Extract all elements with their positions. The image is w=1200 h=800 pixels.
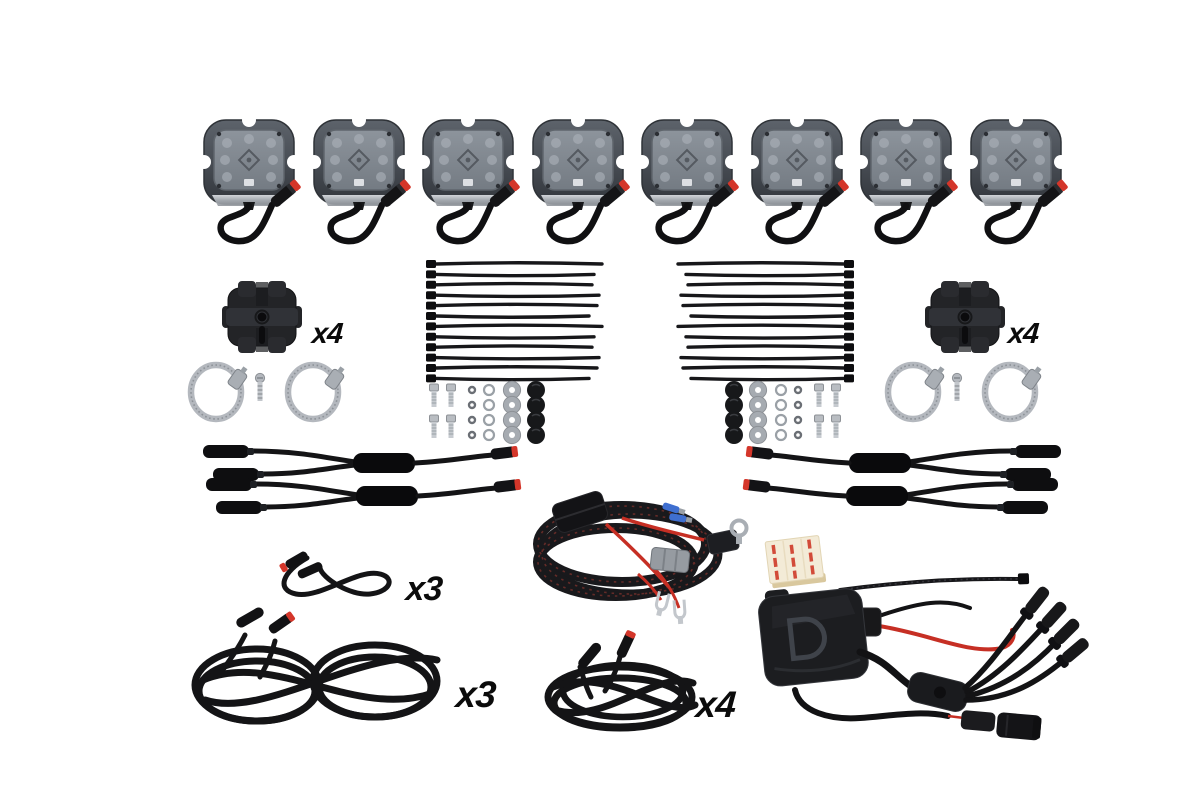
wire-connector-red-icon <box>709 179 739 207</box>
led-pod <box>197 110 302 250</box>
led-pod-icon <box>525 113 630 245</box>
hardware-set-right <box>722 380 846 446</box>
wire-connector-icon <box>236 607 264 628</box>
wire-connector-icon <box>578 642 602 669</box>
y-splitter-wire <box>206 474 526 518</box>
mid-extension-coil <box>525 625 710 740</box>
butt-connector-icon <box>662 502 686 515</box>
wire-connector-icon <box>996 712 1042 741</box>
bracket-screw <box>252 372 268 408</box>
wire-connector-red-icon <box>818 179 849 207</box>
hose-clamp <box>187 358 248 423</box>
hose-clamp <box>884 358 945 423</box>
hose-clamp <box>981 358 1042 423</box>
single-zip-tie-icon <box>829 573 1030 594</box>
y-splitter-wire <box>203 441 523 485</box>
led-pod <box>416 110 521 250</box>
hose-clamp <box>284 358 345 423</box>
short-extension-wire-icon <box>279 551 392 597</box>
controller-cluster <box>740 560 1200 800</box>
wire-connector-icon <box>1056 638 1089 668</box>
wire-connector-icon <box>1036 601 1067 634</box>
ring-terminal-icon <box>729 518 749 544</box>
long-extension-coil <box>175 605 465 740</box>
fork-terminal-icon <box>654 590 671 617</box>
y-splitter-wire <box>738 474 1058 518</box>
led-pod <box>525 110 631 250</box>
hardware-set-left <box>424 380 548 446</box>
long-extension-coil-icon <box>191 607 441 725</box>
mid-extension-coil-icon <box>544 630 699 732</box>
bracket-screw <box>949 372 965 408</box>
adhesive-pad-icon <box>764 535 827 589</box>
led-pod-row <box>197 110 1069 260</box>
led-pod <box>635 110 740 250</box>
adhesive-pad-stack <box>761 535 827 598</box>
led-pod-icon <box>963 113 1068 245</box>
wire-connector-red-icon <box>489 179 520 207</box>
led-pod-icon <box>416 113 521 245</box>
wiring-harness-icon <box>533 491 749 625</box>
short-extension-wire <box>262 538 417 608</box>
wire-connector-icon <box>960 710 996 732</box>
fuse-holder-icon <box>551 491 609 533</box>
butt-connector-icon <box>669 513 693 523</box>
wire-connector-red-icon <box>270 179 301 207</box>
power-pigtail-icon <box>845 600 1016 652</box>
led-pod <box>963 110 1069 250</box>
dt-connector-gray-icon <box>649 546 691 574</box>
wire-connector-red-icon <box>616 630 636 658</box>
wire-connector-red-icon <box>599 179 630 207</box>
wire-connector-red-icon <box>928 179 959 207</box>
led-pod-icon <box>744 113 849 245</box>
y-splitter-wire <box>741 441 1061 485</box>
controller-cluster-icon <box>758 573 1089 741</box>
short-extension-qty-label: x3 <box>404 570 444 608</box>
led-pod-icon <box>635 113 740 245</box>
splitter-hub-icon <box>907 672 969 712</box>
wire-connector-red-icon <box>1037 179 1068 207</box>
controller-box-icon <box>758 588 869 687</box>
wire-connector-red-icon <box>380 179 411 207</box>
led-pod <box>854 110 959 250</box>
mount-bracket-left <box>222 280 302 354</box>
led-pod-icon <box>197 113 301 245</box>
led-pod <box>744 110 850 250</box>
wire-connector-icon <box>1048 618 1080 650</box>
led-pod <box>306 110 412 250</box>
wire-connector-icon <box>297 562 323 579</box>
mid-extension-qty-label: x4 <box>694 684 737 725</box>
mount-bracket-right <box>925 280 1005 354</box>
wiring-harness <box>518 482 754 644</box>
zip-tie-bundle-right <box>676 258 858 390</box>
wire-connector-icon <box>1020 586 1050 620</box>
long-extension-qty-label: x3 <box>454 674 497 715</box>
led-pod-icon <box>306 113 411 245</box>
fork-terminal-icon <box>672 599 687 625</box>
bracket-right-qty-label: x4 <box>1006 318 1040 350</box>
led-pod-icon <box>854 113 959 245</box>
zip-tie-bundle-left <box>424 258 606 390</box>
fan-wires <box>962 609 1067 703</box>
wire-connector-red-icon <box>268 611 296 634</box>
bracket-left-qty-label: x4 <box>310 318 344 350</box>
wire-connector-red-icon <box>279 551 308 573</box>
